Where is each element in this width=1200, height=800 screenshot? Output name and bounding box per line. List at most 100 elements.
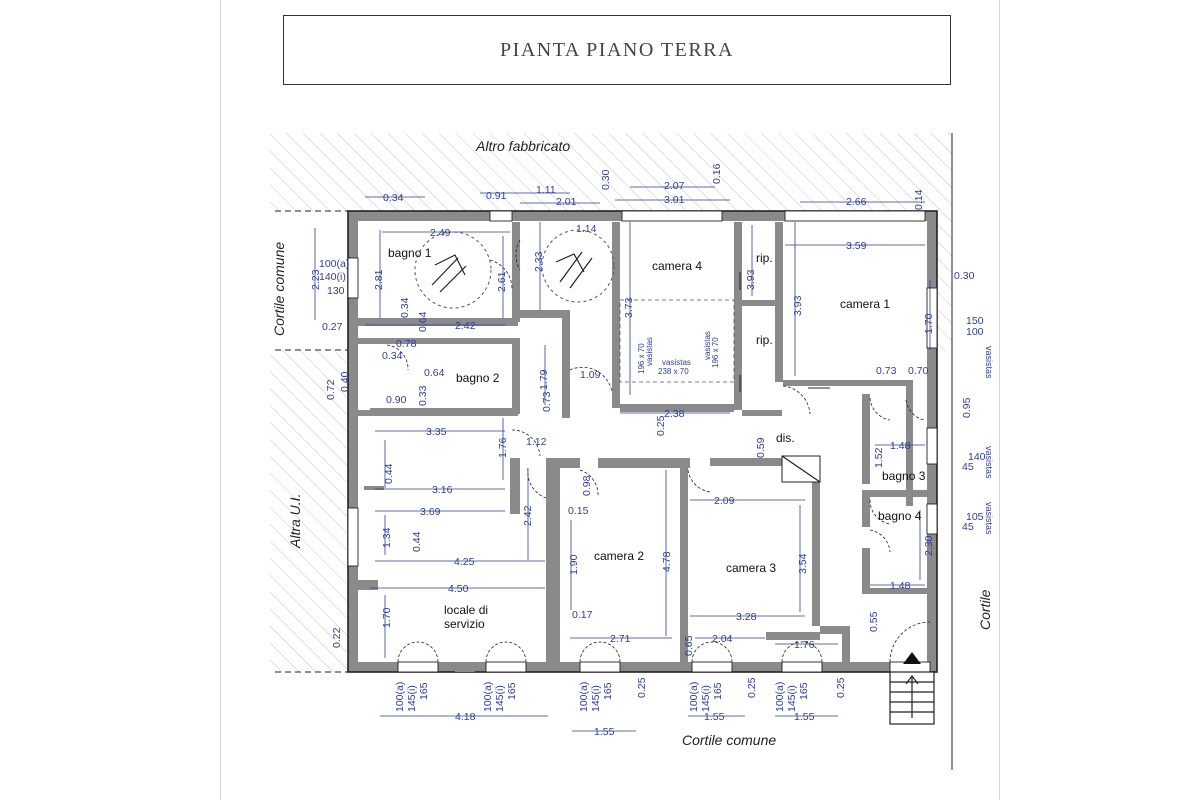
dimension-label: 45: [962, 461, 974, 473]
hatched-areas: [270, 133, 952, 672]
dimension-label: 4.50: [448, 583, 469, 595]
title-box: PIANTA PIANO TERRA: [283, 15, 951, 85]
wheelchair-circles: [414, 229, 615, 309]
dimension-label: 2.04: [712, 633, 733, 645]
bottom-window-dims: 100(a) 145(i) 165 100(a) 145(i) 165 100(…: [394, 677, 847, 712]
dimension-label: 165: [798, 682, 810, 700]
dimension-label: 1.76: [794, 639, 815, 651]
dimension-label: 0.78: [396, 338, 417, 350]
vasistas-label-3: vasistas: [662, 358, 691, 367]
hatch-top: [270, 133, 952, 211]
dimension-label: 165: [712, 682, 724, 700]
dimension-label: 0.25: [636, 677, 648, 698]
turning-circle-1: [414, 231, 492, 309]
dimension-label: 145(i): [590, 685, 602, 712]
dimension-label: 0.25: [746, 677, 758, 698]
dimension-label: 145(i): [700, 685, 712, 712]
dimension-label: 0.72: [325, 379, 337, 400]
dimension-label: 1.09: [580, 369, 601, 381]
vasistas-size-1: 196 x 70: [637, 343, 646, 374]
dimension-label: 100(a): [319, 258, 349, 270]
dimension-label: 3.01: [664, 194, 685, 206]
dimension-label: 1.12: [526, 436, 547, 448]
dimension-label: 1.14: [576, 223, 597, 235]
label-altro-fabbricato: Altro fabbricato: [475, 138, 570, 154]
dimension-label: 0.70: [908, 365, 929, 377]
dimension-label: 0.73: [541, 391, 553, 412]
dimension-label: 4.18: [455, 711, 476, 723]
dimension-label: 1.52: [873, 447, 885, 468]
dimension-label: 0.25: [655, 415, 667, 436]
dimension-label: 0.44: [411, 531, 423, 552]
dimension-label: 0.33: [417, 385, 429, 406]
room-camera-4: camera 4: [652, 259, 702, 273]
dimension-label: 105: [966, 511, 984, 523]
dimension-label: 1.70: [381, 607, 393, 628]
hatch-left: [270, 350, 348, 672]
dimension-texts: 0.34 0.91 1.11 2.01 2.07 3.01 2.66 2.49 …: [319, 180, 986, 738]
vasistas-label-2: vasistas: [703, 331, 712, 360]
dimension-label: 0.95: [961, 397, 973, 418]
dimension-label: 3.69: [420, 506, 441, 518]
dimension-label: 145(i): [406, 685, 418, 712]
dimension-label: 3.59: [846, 240, 867, 252]
vasistas-label-b4: vasistas: [984, 502, 994, 535]
dimension-label: 0.15: [568, 505, 589, 517]
dimension-label: 100(a): [774, 682, 786, 712]
room-camera-3: camera 3: [726, 561, 776, 575]
wheelchair-icon-1: [431, 254, 467, 293]
dimension-label: 2.81: [373, 269, 385, 290]
dimension-label: 1.34: [381, 527, 393, 548]
dimension-label: 2.49: [430, 227, 451, 239]
dimension-label: 1.11: [536, 184, 556, 196]
dimension-label: 0.73: [876, 365, 897, 377]
dimension-label: 100(a): [578, 682, 590, 712]
room-rip-1: rip.: [756, 251, 773, 265]
dimension-label: 2.42: [522, 505, 534, 526]
vertical-dimension-texts: 0.16 0.30 0.14 2.23 2.81 0.34 0.64 2.61 …: [310, 163, 973, 656]
bottom-french-doors: [397, 641, 823, 673]
dimension-label: 2.71: [610, 633, 631, 645]
dimension-label: 140(i): [319, 271, 346, 283]
doors: [386, 239, 925, 553]
windows: [347, 210, 938, 567]
vasistas-label-c1: vasistas: [984, 346, 994, 379]
dimension-label: 0.34: [383, 192, 404, 204]
dimension-label: 165: [418, 682, 430, 700]
dimension-label: 1.76: [497, 437, 509, 458]
label-altra-ui: Altra U.I.: [287, 494, 303, 549]
dimension-label: 0.65: [683, 635, 695, 656]
turning-circle-2: [541, 229, 615, 303]
dimension-label: 4.78: [661, 551, 673, 572]
label-cortile-comune-bottom: Cortile comune: [682, 732, 776, 748]
vasistas-size-2: 196 x 70: [711, 337, 720, 368]
dimension-label: 150: [966, 315, 984, 327]
dimension-label: 140: [968, 451, 986, 463]
dimension-label: 2.07: [664, 180, 685, 192]
dimension-label: 100(a): [482, 682, 494, 712]
dimension-label: 1.79: [538, 369, 550, 390]
plan-title: PIANTA PIANO TERRA: [500, 38, 734, 61]
room-camera-2: camera 2: [594, 549, 644, 563]
dimension-label: 2.42: [455, 320, 476, 332]
dimension-label: 0.44: [383, 463, 395, 484]
room-bagno-2: bagno 2: [456, 371, 500, 385]
dimension-label: 0.40: [339, 371, 351, 392]
dimension-label: 0.27: [322, 321, 343, 333]
dimension-label: 2.09: [714, 495, 735, 507]
room-bagno-4: bagno 4: [878, 509, 922, 523]
vasistas-labels: 196 x 70 vasistas vasistas 196 x 70 vasi…: [637, 331, 994, 535]
dimension-label: 1.48: [890, 580, 911, 592]
dimension-label: 0.25: [835, 677, 847, 698]
dimension-label: 0.55: [868, 611, 880, 632]
dimension-label: 165: [506, 682, 518, 700]
dimension-label: 1.70: [923, 313, 935, 334]
dimension-label: 4.25: [454, 556, 475, 568]
room-bagno-1: bagno 1: [388, 246, 432, 260]
dimension-label: 1.90: [568, 554, 580, 575]
dimension-label: 1.48: [890, 440, 911, 452]
dimension-label: 0.30: [600, 169, 612, 190]
room-locale-line-1: locale di: [444, 603, 488, 617]
room-camera-1: camera 1: [840, 297, 890, 311]
